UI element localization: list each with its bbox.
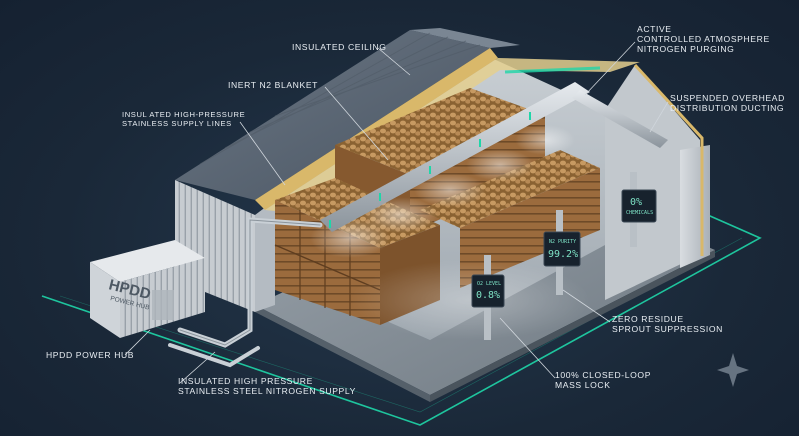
sensor-post-1: [471, 255, 505, 340]
leader-ceiling: [377, 47, 411, 76]
label-line-1: INSULATED HIGH PRESSURE: [178, 376, 313, 386]
label-line-1: INSUL ATED HIGH-PRESSURE: [122, 110, 246, 119]
label-line-3: NITROGEN PURGING: [637, 44, 735, 54]
label-line-2: DISTRIBUTION DUCTING: [670, 103, 785, 113]
label-nitrogen-purging: ACTIVE CONTROLLED ATMOSPHERE NITROGEN PU…: [637, 24, 770, 54]
label-inert-blanket: INERT N2 BLANKET: [228, 80, 318, 90]
slab-edge-right: [430, 250, 715, 402]
label-line-2: SPROUT SUPPRESSION: [612, 324, 723, 334]
label-nitrogen-supply: INSULATED HIGH PRESSURE STAINLESS STEEL …: [178, 376, 356, 396]
leader-ducting: [649, 101, 669, 133]
label-text: HPDD POWER HUB: [46, 350, 135, 360]
label-line-1: ACTIVE: [637, 24, 672, 34]
label-line-2: CONTROLLED ATMOSPHERE: [637, 34, 770, 44]
label-line-1: SUSPENDED OVERHEAD: [670, 93, 785, 103]
slab-edge: [255, 305, 430, 402]
monitor-2-label: N2 PURITY: [549, 239, 576, 245]
right-wall-insulation: [633, 63, 704, 256]
leader-lines: [124, 41, 669, 384]
sensor-post-3: [621, 172, 657, 247]
leader-hub: [124, 329, 151, 356]
right-wall-outer: [680, 145, 710, 268]
nitrogen-mist: [310, 125, 590, 340]
left-wall-front: [255, 200, 275, 312]
hpdd-container: [90, 240, 205, 338]
label-line-2: STAINLESS STEEL NITROGEN SUPPLY: [178, 386, 356, 396]
monitor-3-value: 0%: [630, 197, 642, 208]
monitor-1-value: 0.8%: [476, 290, 500, 301]
label-hpdd-power-hub: HPDD POWER HUB: [46, 350, 134, 360]
leader-nitrogen: [179, 351, 216, 384]
leader-residue: [562, 289, 611, 323]
label-mass-lock: 100% CLOSED-LOOP MASS LOCK: [555, 370, 651, 390]
label-line-1: 100% CLOSED-LOOP: [555, 370, 652, 380]
label-insulated-ceiling: INSULATED CEILING: [292, 42, 387, 52]
supply-lines: [168, 217, 323, 368]
monitor-3-label: CHEMICALS: [626, 210, 653, 216]
sparkle-icon: [717, 353, 749, 387]
label-line-2: STAINLESS SUPPLY LINES: [122, 119, 232, 128]
roof-ribs: [199, 32, 481, 165]
monitor-2-value: 99.2%: [548, 249, 578, 260]
label-line-2: MASS LOCK: [555, 380, 611, 390]
label-supply-lines: INSUL ATED HIGH-PRESSURE STAINLESS SUPPL…: [122, 110, 245, 128]
label-line-1: ZERO RESIDUE: [612, 314, 684, 324]
overhead-duct: [320, 82, 590, 232]
leader-blanket: [324, 86, 389, 161]
label-sprout-suppression: ZERO RESIDUE SPROUT SUPPRESSION: [612, 314, 723, 334]
leader-purging: [584, 41, 636, 96]
label-distribution-ducting: SUSPENDED OVERHEAD DISTRIBUTION DUCTING: [670, 93, 785, 113]
leader-mass-lock: [499, 317, 556, 379]
label-text: INERT N2 BLANKET: [228, 80, 318, 90]
label-text: INSULATED CEILING: [292, 42, 387, 52]
sensor-post-2: [543, 210, 581, 295]
leader-supply-lines: [239, 121, 286, 186]
teal-glow-strip: [504, 66, 601, 74]
distribution-duct-right: [572, 90, 668, 148]
monitor-1-label: O2 LEVEL: [477, 281, 501, 287]
roof-ridge: [410, 28, 520, 48]
roof-panel: [175, 30, 490, 200]
